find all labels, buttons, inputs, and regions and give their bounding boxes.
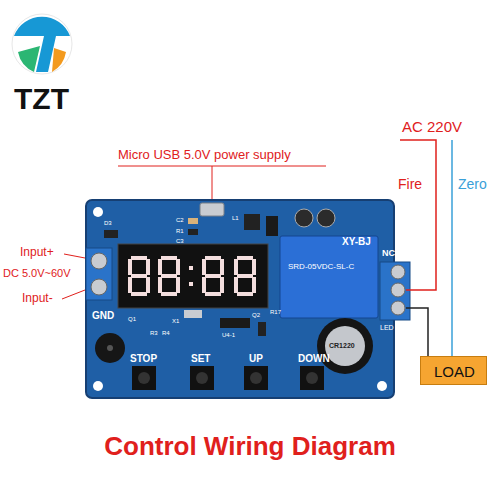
supply-label: AC 220V <box>402 118 462 135</box>
part-label: R17 <box>270 309 281 316</box>
usb-connector <box>200 203 224 216</box>
voltage-label: DC 5.0V~60V <box>3 267 71 280</box>
part-label: LED <box>380 324 394 332</box>
load-label: LOAD <box>434 363 475 380</box>
screw <box>391 283 405 297</box>
fire-wire <box>400 140 436 290</box>
mount-hole <box>93 207 103 217</box>
pin-label: Input- <box>22 292 53 306</box>
battery-holder <box>317 318 373 374</box>
part-label: L1 <box>232 215 239 222</box>
load-box: LOAD <box>420 356 487 385</box>
capacitor-symbol <box>295 209 313 227</box>
wire-label: Fire <box>398 176 422 192</box>
coin-cell <box>325 326 365 366</box>
part-label: R1 <box>176 228 184 235</box>
capacitor-symbol <box>188 218 198 224</box>
part-label: C3 <box>176 238 184 245</box>
part-label: X1 <box>172 318 179 325</box>
pcb-board <box>86 200 394 398</box>
brand-name: TZT <box>14 82 69 117</box>
button-label: DOWN <box>298 353 330 365</box>
inductor-symbol <box>244 214 260 230</box>
terminal-block <box>86 248 112 300</box>
button-label: STOP <box>130 353 157 365</box>
resistor-symbol <box>188 229 198 235</box>
leader-line <box>118 166 326 167</box>
pin-label: GND <box>92 310 114 322</box>
screw <box>91 253 107 269</box>
mount-hole <box>93 381 103 391</box>
part-label: SRD-05VDC-SL-C <box>288 262 354 271</box>
diode-symbol <box>258 322 266 336</box>
part-label: C2 <box>176 217 184 224</box>
buzzer <box>95 333 125 363</box>
relay <box>280 236 378 318</box>
part-label: Q2 <box>252 312 260 319</box>
diode-symbol <box>104 230 118 238</box>
terminal-block <box>380 262 410 320</box>
wire-label: Zero <box>458 176 487 192</box>
part-label: R4 <box>162 330 170 337</box>
logo-icon <box>12 14 72 74</box>
crystal-symbol <box>184 310 202 318</box>
zero-wire <box>451 140 453 356</box>
board-name: XY-BJ <box>342 236 371 248</box>
button-label: SET <box>191 353 210 365</box>
mount-hole <box>377 381 387 391</box>
part-label: CR1220 <box>329 342 355 350</box>
part-label: Q1 <box>128 316 136 323</box>
caption: Control Wiring Diagram <box>0 432 500 462</box>
screw <box>91 279 107 295</box>
screw <box>391 265 405 279</box>
led-display <box>118 244 268 308</box>
chip-symbol <box>220 318 250 328</box>
capacitor-symbol <box>317 209 335 227</box>
load-wire <box>406 308 428 356</box>
leader-line <box>64 254 85 258</box>
part-label: D3 <box>104 220 112 227</box>
screw <box>391 301 405 315</box>
push-buttons <box>132 366 324 390</box>
pin-label: Input+ <box>20 246 54 260</box>
button-label: UP <box>249 353 263 365</box>
port-label: Micro USB 5.0V power supply <box>118 148 291 163</box>
part-label: R3 <box>150 330 158 337</box>
leader-line <box>62 290 85 299</box>
pin-label: NC <box>382 248 395 258</box>
leader-line <box>212 166 213 202</box>
chip-symbol <box>266 216 278 236</box>
part-label: U4-1 <box>222 332 235 339</box>
